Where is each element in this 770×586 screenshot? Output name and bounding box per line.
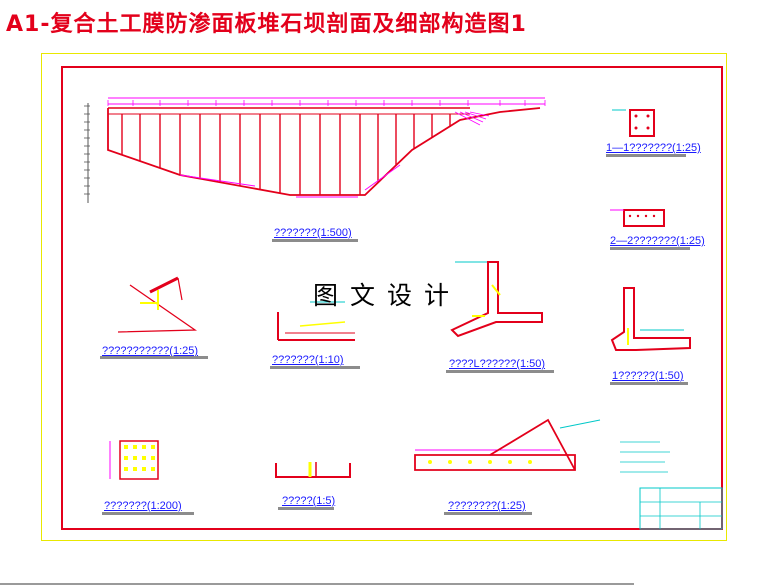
drawing-frame [61,66,723,530]
notes [620,441,670,473]
detail-f [275,462,351,478]
caption-section-2: 2—2???????(1:25) [610,235,705,247]
section-2-2 [610,209,665,227]
caption-main-profile: ???????(1:500) [274,227,352,239]
detail-g [414,418,601,471]
caption-detail-a: ???????????(1:25) [102,345,199,357]
detail-e [109,440,159,480]
caption-underline [102,512,194,515]
caption-underline [270,366,360,369]
caption-underline [444,512,532,515]
caption-detail-e: ???????(1:200) [104,500,182,512]
detail-d [610,287,691,351]
caption-underline [272,239,358,242]
caption-underline [100,356,208,359]
caption-detail-b: ???????(1:10) [272,354,344,366]
section-1-1 [612,109,655,137]
drawing-sheet [41,53,727,541]
caption-underline [606,154,686,157]
detail-a [117,276,198,333]
caption-detail-f: ?????(1:5) [282,495,336,507]
bottom-rule [0,583,634,585]
caption-detail-d: 1??????(1:50) [612,370,684,382]
caption-underline [610,247,690,250]
caption-underline [610,382,688,385]
detail-c [450,261,543,338]
main-dam-profile [84,97,546,203]
caption-underline [278,507,334,510]
caption-detail-g: ????????(1:25) [448,500,526,512]
page-title: A1-复合土工膜防渗面板堆石坝剖面及细部构造图1 [6,12,527,37]
caption-detail-c: ????L??????(1:50) [449,358,546,370]
detail-b [277,301,355,341]
caption-underline [446,370,554,373]
caption-section-1: 1—1???????(1:25) [606,142,701,154]
watermark-text: 图文设计 [313,281,462,310]
title-block [639,487,723,530]
